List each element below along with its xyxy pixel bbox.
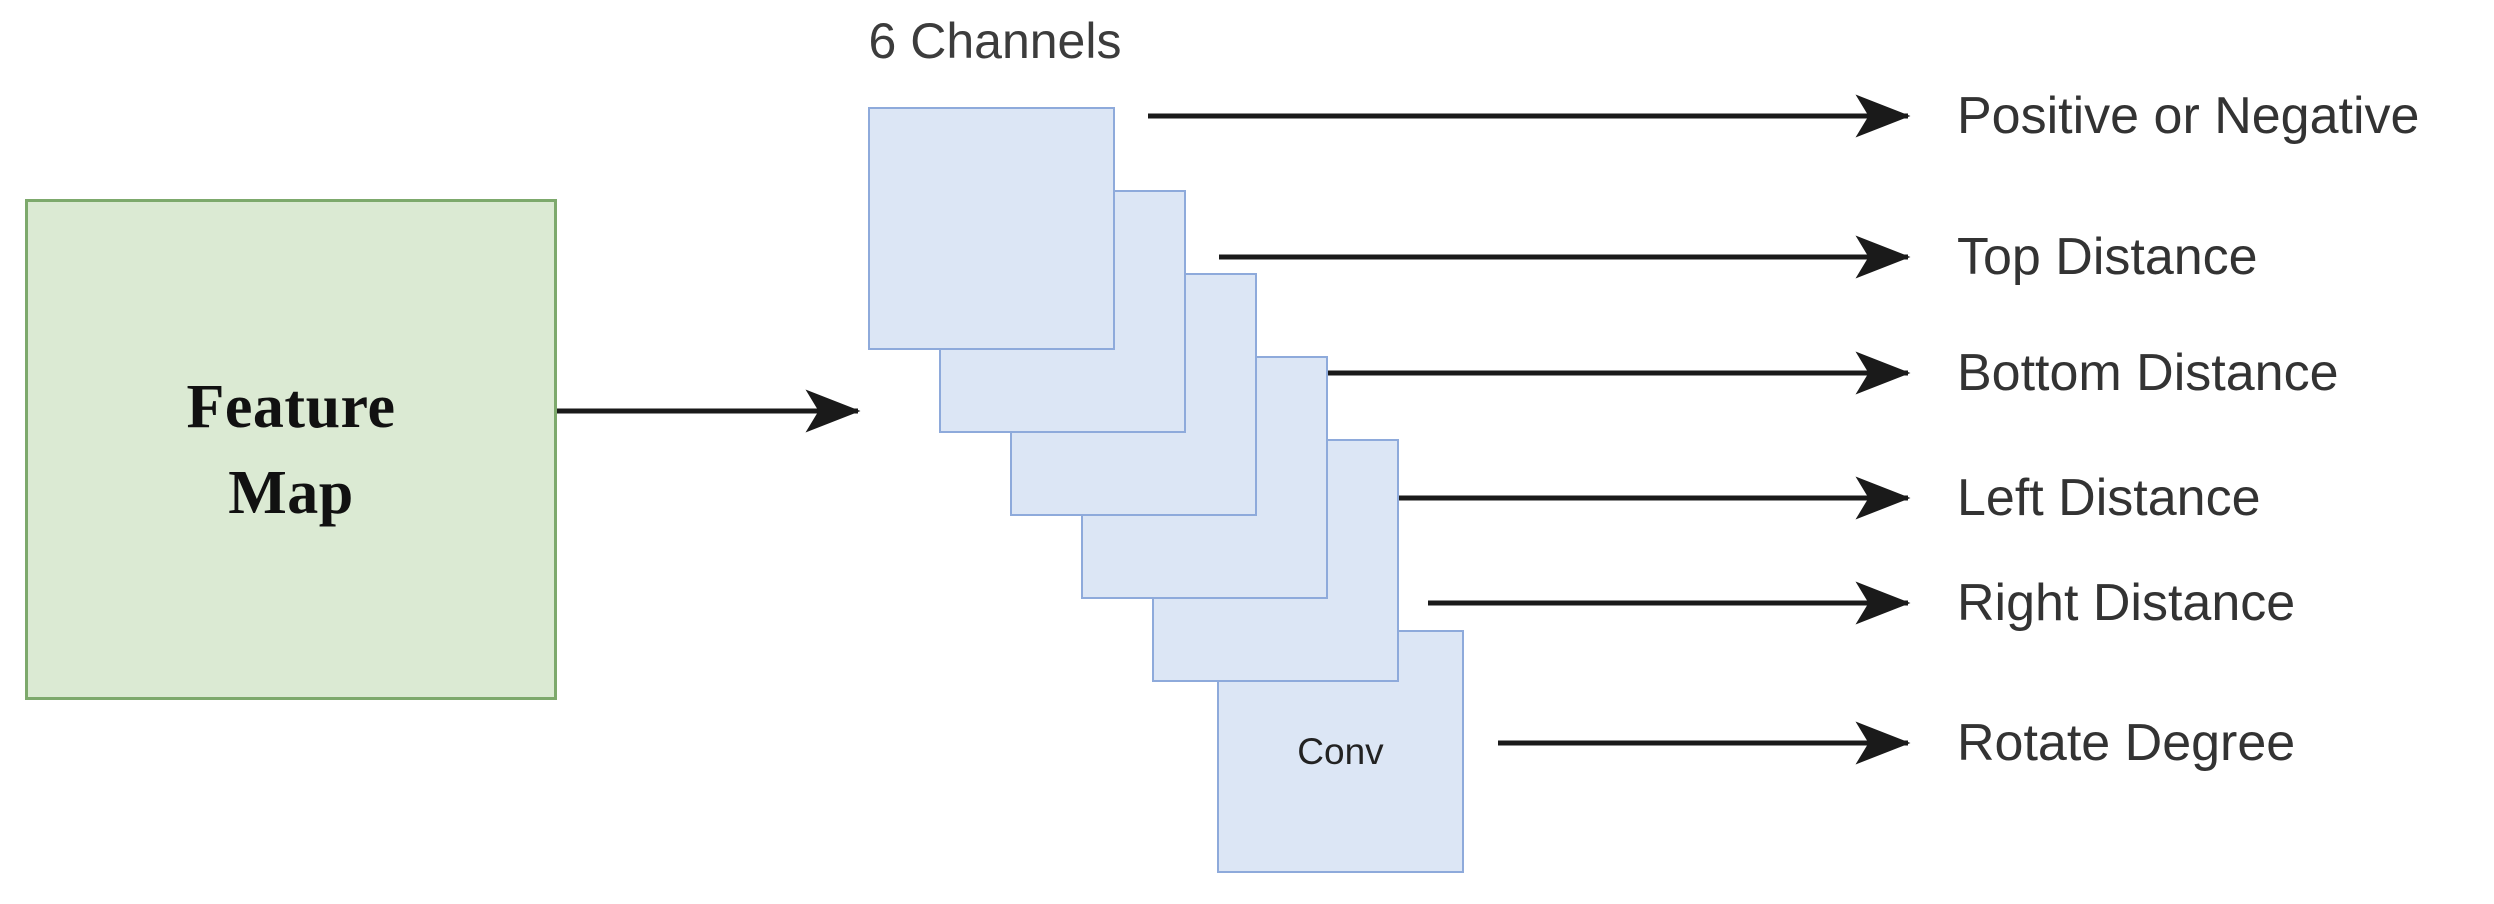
feature-map-block: Feature Map	[25, 199, 557, 700]
feature-map-label: Feature Map	[186, 372, 396, 527]
conv-plane-1	[868, 107, 1115, 350]
output-label-bottom-distance: Bottom Distance	[1957, 344, 2339, 402]
output-label-right-distance: Right Distance	[1957, 574, 2296, 632]
output-label-rotate-degree: Rotate Degree	[1957, 714, 2296, 772]
channels-caption: 6 Channels	[868, 13, 1122, 69]
output-label-positive-or-negative: Positive or Negative	[1957, 87, 2420, 145]
output-label-top-distance: Top Distance	[1957, 228, 2258, 286]
conv-plane-label: Conv	[1297, 730, 1384, 772]
output-label-left-distance: Left Distance	[1957, 469, 2261, 527]
